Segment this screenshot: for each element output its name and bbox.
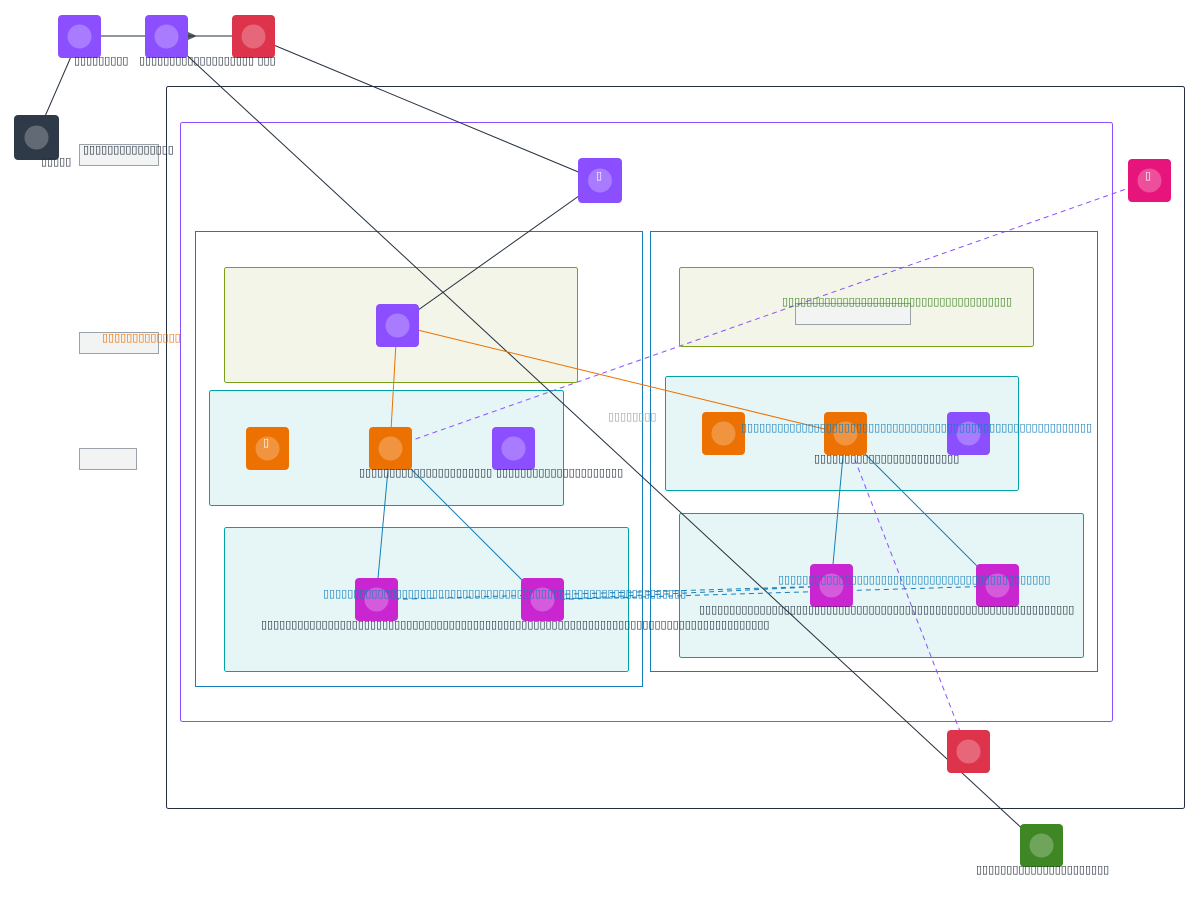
- edge-orange-right: [396, 324, 846, 436]
- edge-blue-1: [372, 447, 391, 601]
- label-node-purple-top2: ▯▯▯▯▯▯▯▯▯▯▯▯▯▯▯▯▯▯▯ ▯▯▯: [139, 54, 276, 67]
- edges: [35, 32, 1150, 847]
- label-left-bottom-nodes: ▯▯▯▯▯▯▯▯▯▯▯▯▯▯▯▯▯▯▯▯▯▯▯▯▯▯▯▯▯▯▯▯▯▯▯▯▯▯▯▯…: [261, 618, 769, 631]
- edge-purple-dash-2: [844, 433, 969, 753]
- left-blue-group: [195, 231, 643, 687]
- left-teal-group-bottom: [224, 527, 629, 672]
- right-blue-group: [650, 231, 1098, 672]
- node-purple-right[interactable]: [947, 412, 990, 455]
- purple-group: [180, 122, 1113, 722]
- node-red-top[interactable]: [232, 15, 275, 58]
- node-magenta-left1[interactable]: [355, 578, 398, 621]
- outer-container: [166, 86, 1185, 809]
- edge-blue-3: [827, 433, 846, 587]
- edge-dark-to-purple: [251, 35, 601, 182]
- edge-purple-dash-1: [389, 179, 1150, 449]
- node-orange-left2[interactable]: [369, 427, 412, 470]
- right-teal-group-bottom: [679, 513, 1084, 658]
- node-pink-right[interactable]: ▯: [1128, 159, 1171, 202]
- label-node-purple-top1: ▯▯▯▯▯▯▯▯▯: [74, 54, 128, 67]
- edge-dark-purple-down: [396, 180, 601, 326]
- node-magenta-left2[interactable]: [521, 578, 564, 621]
- note-box-top: [79, 144, 159, 166]
- label-left-teal-bottom-group: ▯▯▯▯▯▯▯▯▯▯▯▯▯▯▯▯▯▯▯▯▯▯▯▯▯▯▯▯▯▯▯▯▯▯▯▯▯▯▯▯…: [323, 587, 686, 600]
- node-green-bottom[interactable]: [1020, 824, 1063, 867]
- node-red-bottom[interactable]: [947, 730, 990, 773]
- label-right-green-group: ▯▯▯▯▯▯▯▯▯▯▯▯▯▯▯▯▯▯▯▯▯▯▯▯▯▯▯▯▯▯▯▯▯▯▯▯▯▯: [782, 295, 1012, 308]
- node-orange-right2[interactable]: [824, 412, 867, 455]
- note-box-mid: [79, 332, 159, 354]
- edge-blue-dash-1: [541, 585, 832, 604]
- node-glyph: ▯: [1145, 169, 1151, 182]
- edge-blue-2: [389, 447, 543, 601]
- node-magenta-right1[interactable]: [810, 564, 853, 607]
- node-purple-green-group[interactable]: [376, 304, 419, 347]
- note-box-green: [795, 303, 911, 325]
- node-orange-left1[interactable]: ▯: [246, 427, 289, 470]
- edge-blue-dash-3: [375, 582, 832, 601]
- label-center-gray: ▯▯▯▯▯▯▯▯: [608, 410, 656, 423]
- node-glyph: ▯: [263, 436, 269, 449]
- node-glyph: ▯: [596, 169, 602, 182]
- note-box-low: [79, 448, 137, 470]
- node-purple-top1[interactable]: [58, 15, 101, 58]
- label-node-orange-right2: ▯▯▯▯▯▯▯▯▯▯▯▯▯▯▯▯▯▯▯▯▯▯▯▯: [814, 452, 959, 465]
- label-right-teal-bottom-group: ▯▯▯▯▯▯▯▯▯▯▯▯▯▯▯▯▯▯▯▯▯▯▯▯▯▯▯▯▯▯▯▯▯▯▯▯▯▯▯▯…: [778, 573, 1050, 586]
- edge-dark-long: [165, 35, 1042, 847]
- edge-blue-dash-2: [541, 582, 998, 601]
- node-magenta-right2[interactable]: [976, 564, 1019, 607]
- label-node-green-bottom: ▯▯▯▯▯▯▯▯▯▯▯▯▯▯▯▯▯▯▯▯▯▯: [976, 863, 1109, 876]
- label-note-mid: ▯▯▯▯▯▯▯▯▯▯▯▯▯: [102, 331, 181, 344]
- label-right-teal-group: ▯▯▯▯▯▯▯▯▯▯▯▯▯▯▯▯▯▯▯▯▯▯▯▯▯▯▯▯▯▯▯▯▯▯▯▯▯▯▯▯…: [741, 421, 1092, 434]
- edge-blue-4: [844, 433, 998, 587]
- node-purple-left[interactable]: [492, 427, 535, 470]
- node-purple-center-top[interactable]: ▯: [578, 158, 622, 203]
- node-orange-right1[interactable]: [702, 412, 745, 455]
- label-node-orange-left2: ▯▯▯▯▯▯▯▯▯▯▯▯▯▯▯▯▯▯▯▯▯▯: [359, 466, 492, 479]
- node-dark-left[interactable]: [14, 115, 59, 160]
- node-purple-top2[interactable]: [145, 15, 188, 58]
- label-node-dark-left: ▯▯▯▯▯: [41, 155, 71, 168]
- label-right-bottom-nodes: ▯▯▯▯▯▯▯▯▯▯▯▯▯▯▯▯▯▯▯▯▯▯▯▯▯▯▯▯▯▯▯▯▯▯▯▯▯▯▯▯…: [699, 603, 1074, 616]
- label-note-top: ▯▯▯▯▯▯▯▯▯▯▯▯▯▯▯: [83, 143, 174, 156]
- label-node-purple-left: ▯▯▯▯▯▯▯▯▯▯▯▯▯▯▯▯▯▯▯▯▯: [496, 466, 623, 479]
